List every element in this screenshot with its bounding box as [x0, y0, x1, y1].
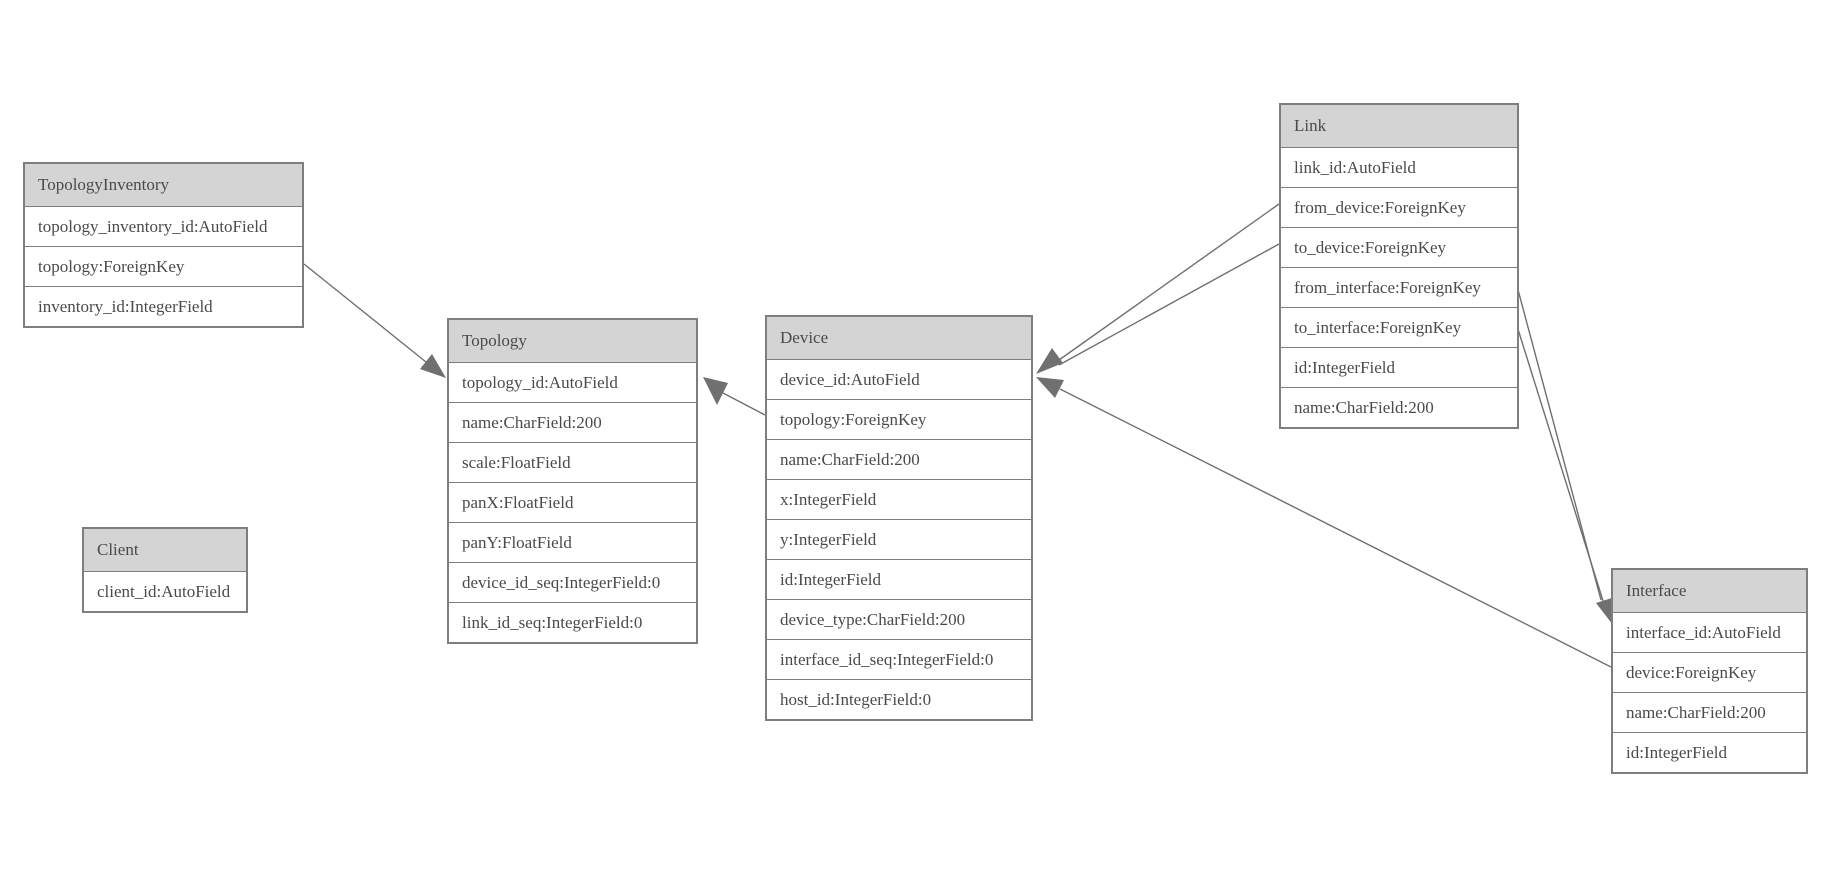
table-row-field: to_device:ForeignKey: [1281, 227, 1517, 267]
relation-line-link-to-device: [1058, 243, 1280, 366]
entity-header-topology: Topology: [449, 320, 696, 362]
table-row-field: link_id:AutoField: [1281, 147, 1517, 187]
table-row-field: from_device:ForeignKey: [1281, 187, 1517, 227]
table-row-field: from_interface:ForeignKey: [1281, 267, 1517, 307]
table-row-field: name:CharField:200: [449, 402, 696, 442]
relation-line-topologyinventory-topology: [303, 263, 427, 363]
table-row-field: id:IntegerField: [1281, 347, 1517, 387]
table-row-field: device_id:AutoField: [767, 359, 1031, 399]
entity-header-device: Device: [767, 317, 1031, 359]
table-row-field: device:ForeignKey: [1613, 652, 1806, 692]
table-row-field: panX:FloatField: [449, 482, 696, 522]
relation-arrowhead-topology-right: [703, 377, 728, 405]
table-row-field: x:IntegerField: [767, 479, 1031, 519]
table-row-field: y:IntegerField: [767, 519, 1031, 559]
relation-line-device-topology: [722, 392, 766, 416]
table-row-field: name:CharField:200: [1281, 387, 1517, 427]
entity-table-client[interactable]: Client client_id:AutoField: [82, 527, 248, 613]
relation-line-interface-device: [1059, 388, 1612, 668]
table-row-field: inventory_id:IntegerField: [25, 286, 302, 326]
table-row-field: host_id:IntegerField:0: [767, 679, 1031, 719]
entity-header-link: Link: [1281, 105, 1517, 147]
entity-header-client: Client: [84, 529, 246, 571]
entity-header-interface: Interface: [1613, 570, 1806, 612]
table-row-field: client_id:AutoField: [84, 571, 246, 611]
table-row-field: to_interface:ForeignKey: [1281, 307, 1517, 347]
table-row-field: interface_id:AutoField: [1613, 612, 1806, 652]
entity-header-topologyinventory: TopologyInventory: [25, 164, 302, 206]
table-row-field: topology:ForeignKey: [25, 246, 302, 286]
relation-arrowhead-device-lower: [1036, 377, 1064, 398]
table-row-field: name:CharField:200: [1613, 692, 1806, 732]
entity-fields-client: client_id:AutoField: [84, 571, 246, 611]
relation-line-link-from-interface: [1516, 285, 1602, 601]
table-row-field: topology_inventory_id:AutoField: [25, 206, 302, 246]
table-row-field: id:IntegerField: [1613, 732, 1806, 772]
table-row-field: id:IntegerField: [767, 559, 1031, 599]
relation-line-link-to-interface: [1516, 325, 1605, 605]
relation-line-link-from-device: [1058, 203, 1280, 361]
table-row-field: interface_id_seq:IntegerField:0: [767, 639, 1031, 679]
table-row-field: link_id_seq:IntegerField:0: [449, 602, 696, 642]
table-row-field: panY:FloatField: [449, 522, 696, 562]
table-row-field: scale:FloatField: [449, 442, 696, 482]
relation-arrowhead-topology-left: [420, 354, 446, 378]
table-row-field: topology:ForeignKey: [767, 399, 1031, 439]
table-row-field: name:CharField:200: [767, 439, 1031, 479]
relation-arrowhead-device-upper: [1036, 348, 1063, 374]
table-row-field: device_type:CharField:200: [767, 599, 1031, 639]
entity-table-topologyinventory[interactable]: TopologyInventory topology_inventory_id:…: [23, 162, 304, 328]
table-row-field: topology_id:AutoField: [449, 362, 696, 402]
table-row-field: device_id_seq:IntegerField:0: [449, 562, 696, 602]
